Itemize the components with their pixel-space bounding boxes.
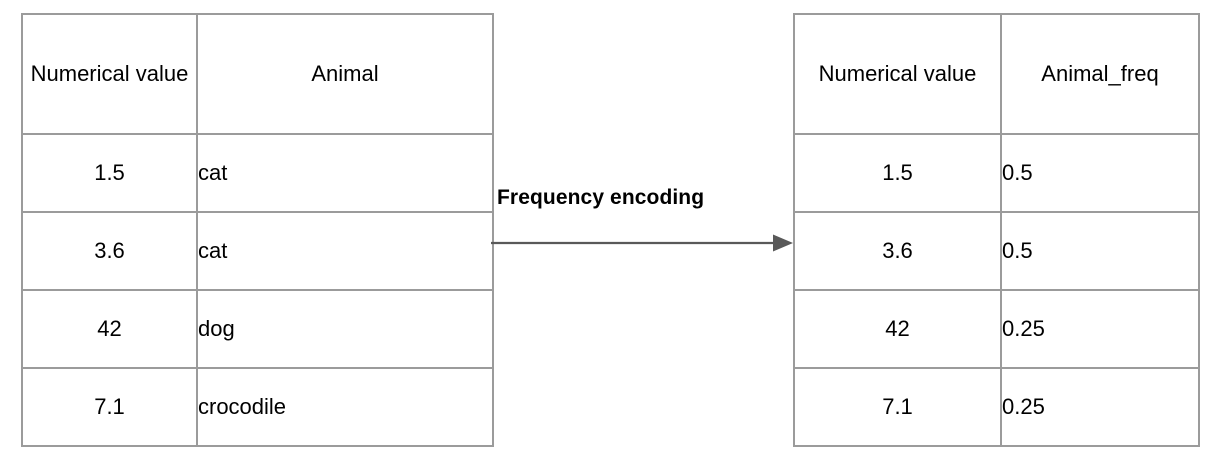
cell-numerical-value: 3.6: [21, 211, 198, 291]
column-header-animal: Animal: [196, 13, 494, 135]
cell-numerical-value: 42: [21, 289, 198, 369]
table-row: 7.1 0.25: [793, 367, 1200, 447]
cell-numerical-value: 1.5: [21, 133, 198, 213]
transformation-arrow-group: Frequency encoding: [490, 186, 798, 258]
original-table: Numerical value Animal 1.5 cat 3.6 cat 4…: [21, 13, 494, 447]
table-header-row: Numerical value Animal_freq: [793, 13, 1200, 135]
cell-numerical-value: 1.5: [793, 133, 1002, 213]
cell-animal-freq: 0.25: [1000, 367, 1200, 447]
column-header-numerical-value: Numerical value: [21, 13, 198, 135]
table-row: 7.1 crocodile: [21, 367, 494, 447]
table-row: 42 0.25: [793, 289, 1200, 369]
cell-animal-freq: 0.5: [1000, 211, 1200, 291]
table-row: 3.6 0.5: [793, 211, 1200, 291]
table-row: 1.5 cat: [21, 133, 494, 213]
cell-animal-freq: 0.25: [1000, 289, 1200, 369]
table-row: 42 dog: [21, 289, 494, 369]
cell-animal: cat: [196, 133, 494, 213]
cell-numerical-value: 42: [793, 289, 1002, 369]
arrow-right-icon: [491, 234, 793, 252]
table-row: 3.6 cat: [21, 211, 494, 291]
cell-animal: dog: [196, 289, 494, 369]
column-header-numerical-value: Numerical value: [793, 13, 1002, 135]
cell-animal: cat: [196, 211, 494, 291]
transformation-label: Frequency encoding: [497, 186, 705, 209]
cell-animal: crocodile: [196, 367, 494, 447]
table-row: 1.5 0.5: [793, 133, 1200, 213]
encoded-table: Numerical value Animal_freq 1.5 0.5 3.6 …: [793, 13, 1200, 447]
cell-numerical-value: 7.1: [793, 367, 1002, 447]
cell-numerical-value: 3.6: [793, 211, 1002, 291]
table-header-row: Numerical value Animal: [21, 13, 494, 135]
column-header-animal-freq: Animal_freq: [1000, 13, 1200, 135]
cell-animal-freq: 0.5: [1000, 133, 1200, 213]
cell-numerical-value: 7.1: [21, 367, 198, 447]
